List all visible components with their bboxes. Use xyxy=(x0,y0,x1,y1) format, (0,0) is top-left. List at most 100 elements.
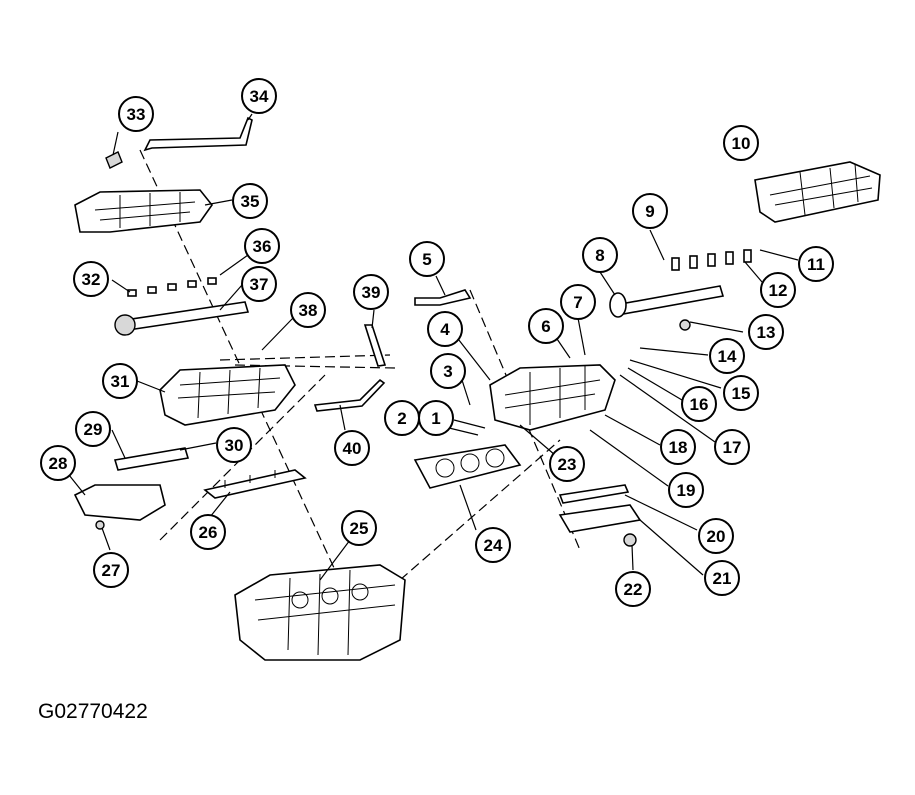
svg-text:27: 27 xyxy=(102,561,121,580)
svg-text:3: 3 xyxy=(443,362,452,381)
callout-19: 19 xyxy=(668,472,704,508)
svg-text:13: 13 xyxy=(757,323,776,342)
callout-18: 18 xyxy=(660,429,696,465)
figure-code: G02770422 xyxy=(38,700,148,723)
left-camshaft xyxy=(123,301,250,331)
callout-14: 14 xyxy=(709,338,745,374)
svg-text:16: 16 xyxy=(690,395,709,414)
callout-2: 2 xyxy=(384,400,420,436)
callout-8: 8 xyxy=(582,237,618,273)
callout-25: 25 xyxy=(341,510,377,546)
callout-10: 10 xyxy=(723,125,759,161)
right-exhaust-manifold xyxy=(558,504,642,533)
part-drawings xyxy=(73,116,881,661)
tube-40 xyxy=(313,378,386,412)
callout-22: 22 xyxy=(615,571,651,607)
breather-tube xyxy=(143,116,253,152)
svg-text:32: 32 xyxy=(82,270,101,289)
callout-26: 26 xyxy=(190,514,226,550)
svg-text:22: 22 xyxy=(624,580,643,599)
svg-text:18: 18 xyxy=(669,438,688,457)
callout-23: 23 xyxy=(549,446,585,482)
svg-text:37: 37 xyxy=(250,275,269,294)
svg-text:2: 2 xyxy=(397,409,406,428)
left-head-gasket xyxy=(203,469,307,499)
callout-35: 35 xyxy=(232,183,268,219)
small-part-27 xyxy=(95,520,105,530)
callout-7: 7 xyxy=(560,284,596,320)
callout-24: 24 xyxy=(475,527,511,563)
svg-text:28: 28 xyxy=(49,454,68,473)
callout-3: 3 xyxy=(430,353,466,389)
callout-9: 9 xyxy=(632,193,668,229)
callout-1: 1 xyxy=(418,400,454,436)
rod-39 xyxy=(363,324,387,367)
svg-text:4: 4 xyxy=(440,320,450,339)
callout-11: 11 xyxy=(798,246,834,282)
manifold-gasket xyxy=(113,447,190,471)
svg-text:38: 38 xyxy=(299,301,318,320)
svg-text:25: 25 xyxy=(350,519,369,538)
small-part-22 xyxy=(623,533,637,547)
left-rocker-arms xyxy=(127,277,217,297)
svg-text:30: 30 xyxy=(225,436,244,455)
svg-text:20: 20 xyxy=(707,527,726,546)
callout-37: 37 xyxy=(241,266,277,302)
svg-text:31: 31 xyxy=(111,372,130,391)
svg-text:17: 17 xyxy=(723,438,742,457)
callout-20: 20 xyxy=(698,518,734,554)
callout-36: 36 xyxy=(244,228,280,264)
svg-text:29: 29 xyxy=(84,420,103,439)
svg-text:9: 9 xyxy=(645,202,654,221)
svg-text:1: 1 xyxy=(431,409,440,428)
right-exhaust-gasket xyxy=(558,484,630,504)
cam-seal xyxy=(609,292,627,318)
left-exhaust-manifold xyxy=(73,484,166,521)
svg-text:24: 24 xyxy=(484,536,503,555)
oil-filler-cap xyxy=(105,151,123,169)
svg-text:11: 11 xyxy=(807,255,825,274)
callout-34: 34 xyxy=(241,78,277,114)
svg-text:10: 10 xyxy=(732,134,751,153)
right-camshaft xyxy=(613,285,725,316)
callout-28: 28 xyxy=(40,445,76,481)
callout-16: 16 xyxy=(681,386,717,422)
right-cylinder-head xyxy=(489,364,616,431)
right-head-gasket xyxy=(413,444,522,489)
svg-text:35: 35 xyxy=(241,192,260,211)
sensor-5 xyxy=(414,289,472,306)
callout-27: 27 xyxy=(93,552,129,588)
left-cam-sprocket xyxy=(114,314,136,336)
callout-4: 4 xyxy=(427,311,463,347)
svg-text:19: 19 xyxy=(677,481,696,500)
svg-text:12: 12 xyxy=(769,281,788,300)
callout-30: 30 xyxy=(216,427,252,463)
svg-text:33: 33 xyxy=(127,105,146,124)
callout-21: 21 xyxy=(704,560,740,596)
leader-lines xyxy=(64,113,799,581)
callout-15: 15 xyxy=(723,375,759,411)
svg-text:14: 14 xyxy=(718,347,737,366)
callout-39: 39 xyxy=(353,274,389,310)
svg-text:23: 23 xyxy=(558,455,577,474)
callout-31: 31 xyxy=(102,363,138,399)
callouts: 1 2 3 4 5 6 7 8 9 10 11 12 13 14 15 16 1… xyxy=(40,78,834,607)
callout-33: 33 xyxy=(118,96,154,132)
svg-text:40: 40 xyxy=(343,439,362,458)
svg-text:26: 26 xyxy=(199,523,218,542)
right-rocker-arms xyxy=(671,249,752,271)
svg-text:5: 5 xyxy=(422,250,431,269)
right-valve-cover xyxy=(754,161,881,223)
callout-13: 13 xyxy=(748,314,784,350)
svg-text:21: 21 xyxy=(713,569,732,588)
callout-6: 6 xyxy=(528,308,564,344)
svg-text:15: 15 xyxy=(732,384,751,403)
callout-5: 5 xyxy=(409,241,445,277)
svg-text:7: 7 xyxy=(573,293,582,312)
left-valve-cover xyxy=(74,189,214,233)
callout-40: 40 xyxy=(334,430,370,466)
small-part-13 xyxy=(679,319,691,331)
callout-12: 12 xyxy=(760,272,796,308)
svg-text:39: 39 xyxy=(362,283,381,302)
